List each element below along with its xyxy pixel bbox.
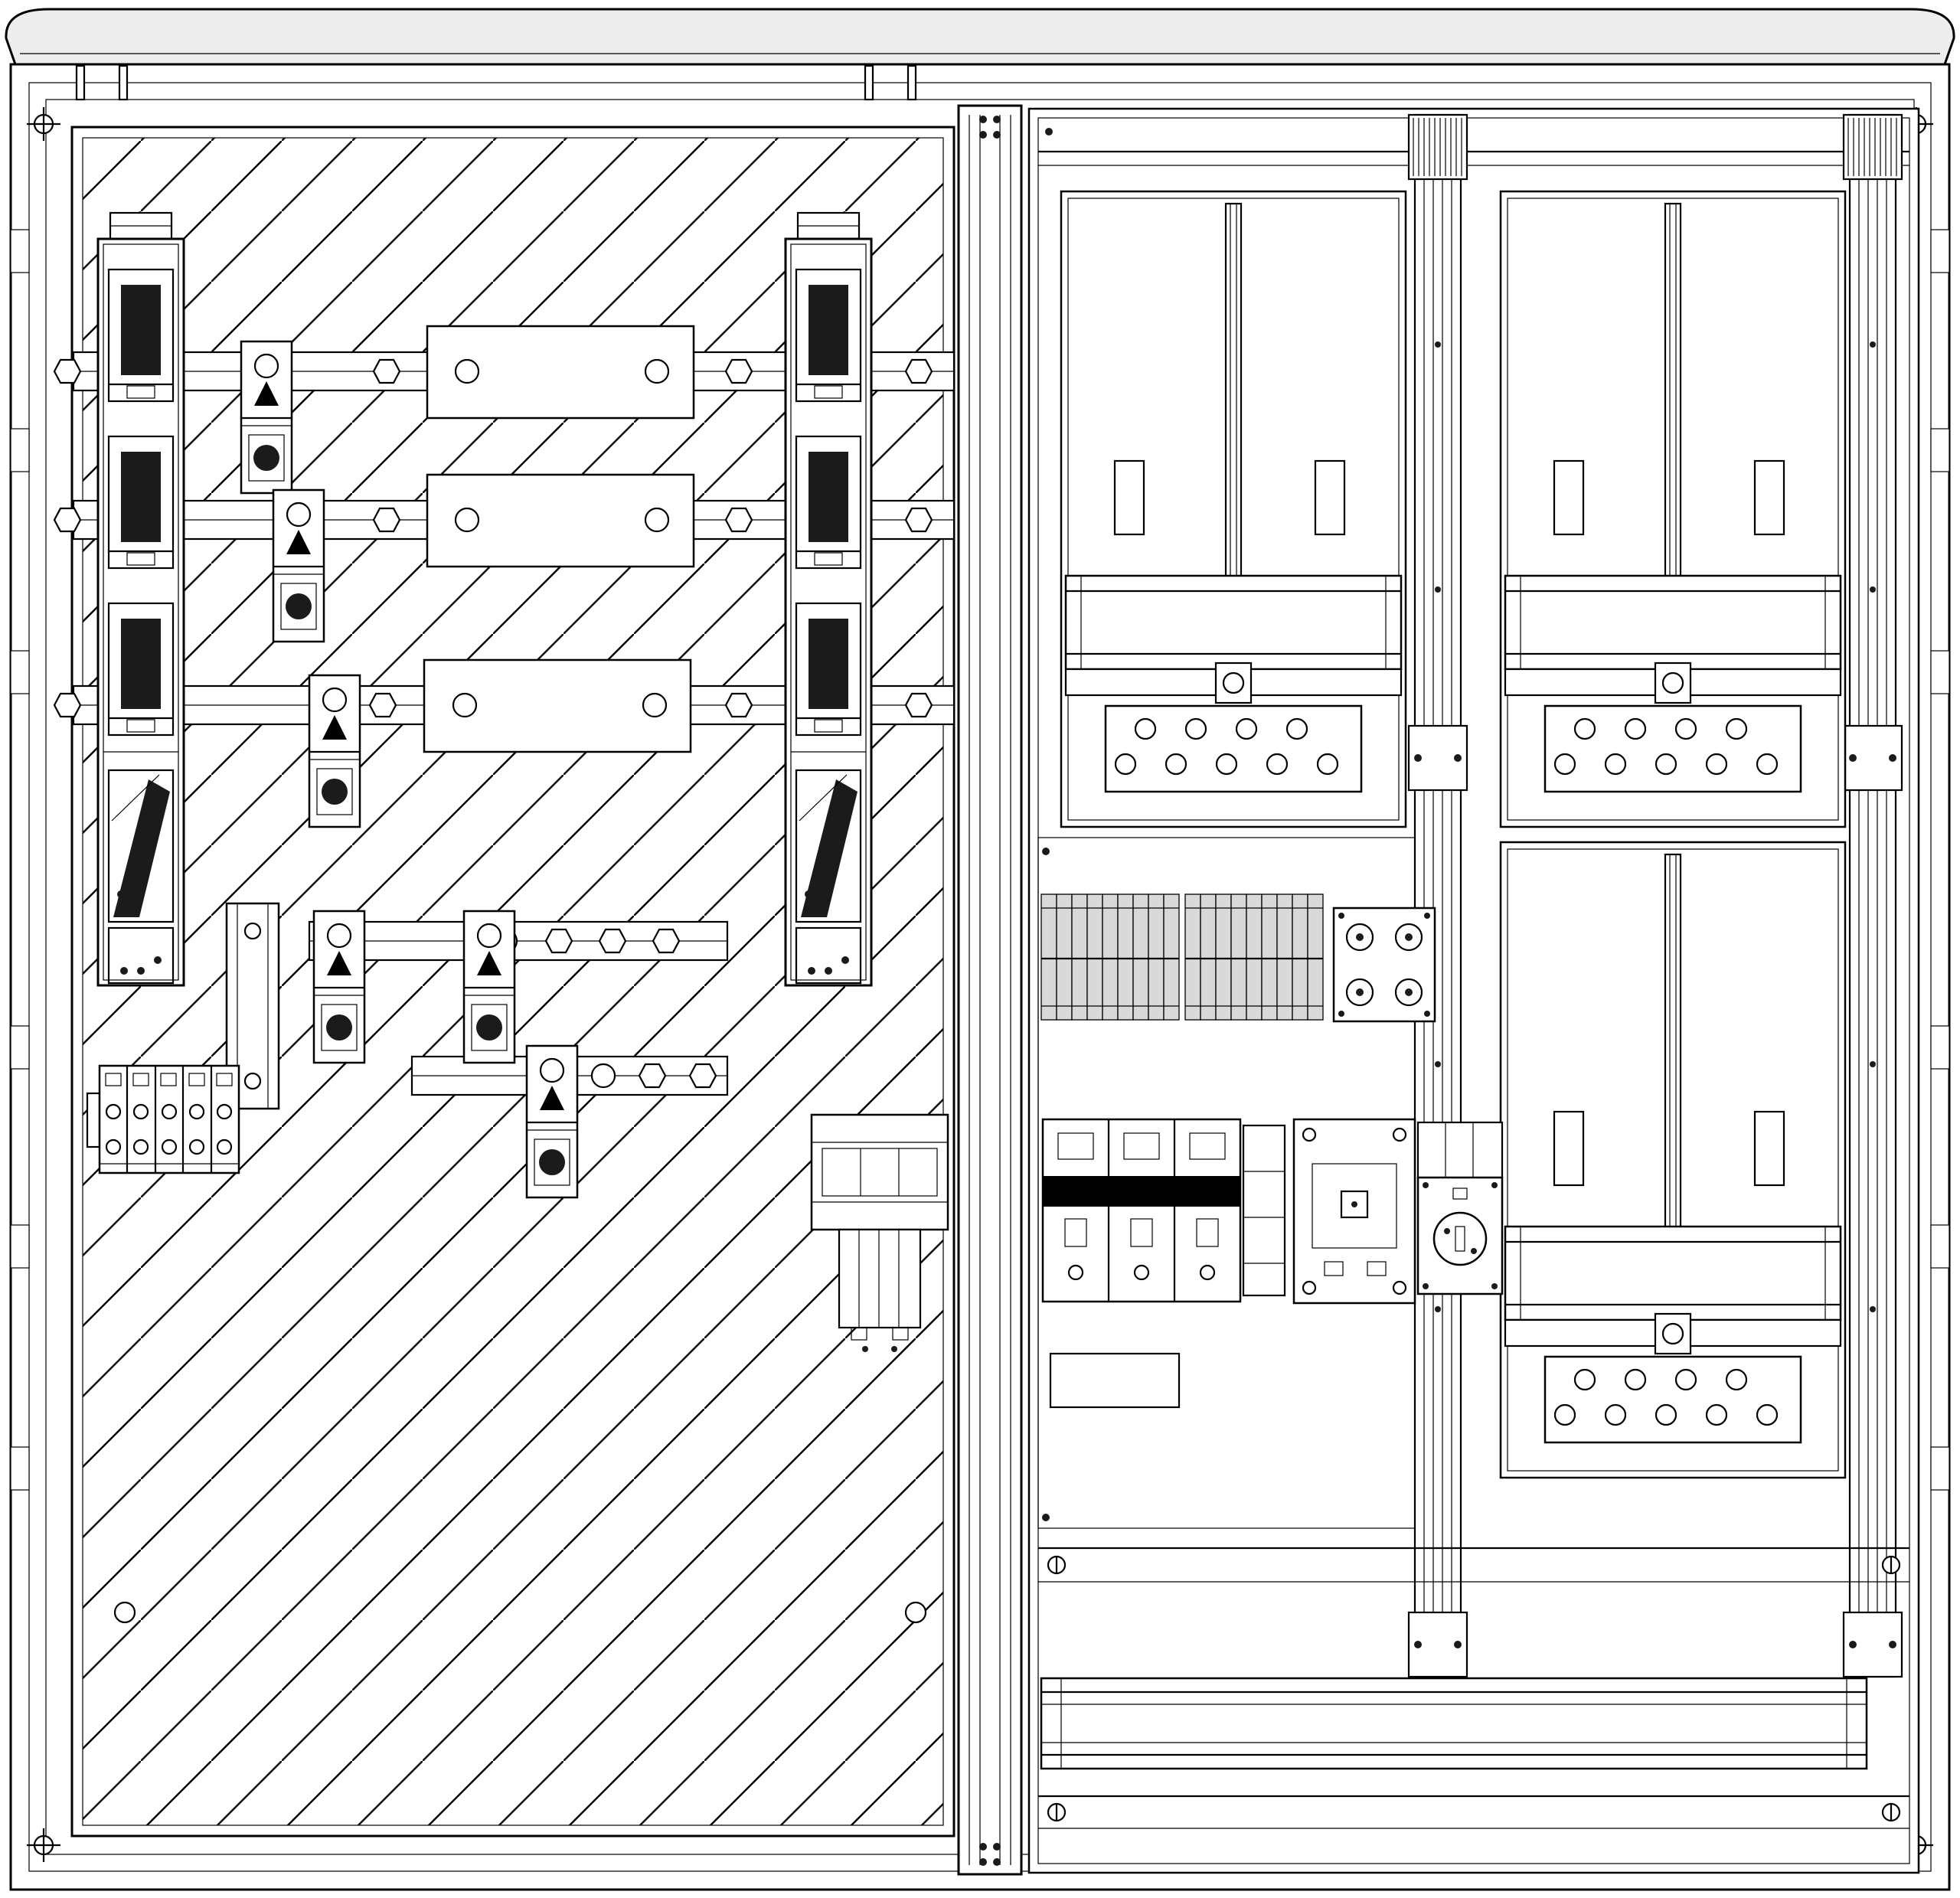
meter-panel-top-right	[1499, 190, 1847, 828]
arrester-unit-3	[308, 674, 361, 828]
shelf-screw-icon	[1881, 1555, 1901, 1575]
rotary-main-switch	[1416, 1121, 1504, 1295]
right-compartment	[1027, 107, 1920, 1874]
vertical-rail-right	[1842, 113, 1903, 1678]
bus-support-component	[810, 1113, 949, 1352]
lower-shelf-upper	[1038, 1547, 1909, 1583]
left-mounting-panel	[53, 126, 956, 1838]
arrester-unit-6	[525, 1044, 579, 1199]
inspection-hole	[113, 1601, 136, 1624]
arrester-unit-5	[462, 910, 516, 1064]
meter-panel-top-left	[1060, 190, 1407, 828]
contactor	[1292, 1118, 1416, 1305]
arrester-unit-4	[312, 910, 366, 1064]
circuit-breaker-3pole	[1041, 1118, 1242, 1303]
pe-terminal-block	[86, 1064, 240, 1174]
auxiliary-module	[1242, 1124, 1286, 1297]
shelf-screw-icon	[1047, 1555, 1067, 1575]
label-plate	[1049, 1352, 1181, 1409]
din-terminal-strips	[1040, 893, 1324, 1021]
arrester-unit-1	[240, 340, 293, 495]
fuse-switch-strip-left	[96, 211, 185, 987]
rotary-knob-icon	[1432, 1211, 1488, 1266]
control-area	[1037, 837, 1504, 1529]
inspection-hole	[904, 1601, 927, 1624]
center-divider-post	[957, 104, 1023, 1876]
fuse-switch-strip-right	[784, 211, 873, 987]
horizontal-din-rail	[1040, 1677, 1868, 1770]
cabinet-roof	[5, 8, 1955, 66]
meter-panel-bottom-right	[1499, 841, 1847, 1479]
lower-shelf-bottom	[1038, 1795, 1909, 1829]
connector-block	[1332, 907, 1436, 1023]
shelf-screw-icon	[1047, 1802, 1067, 1822]
shelf-screw-icon	[1881, 1802, 1901, 1822]
arrester-unit-2	[272, 488, 325, 643]
vertical-rail-center	[1407, 113, 1468, 1678]
